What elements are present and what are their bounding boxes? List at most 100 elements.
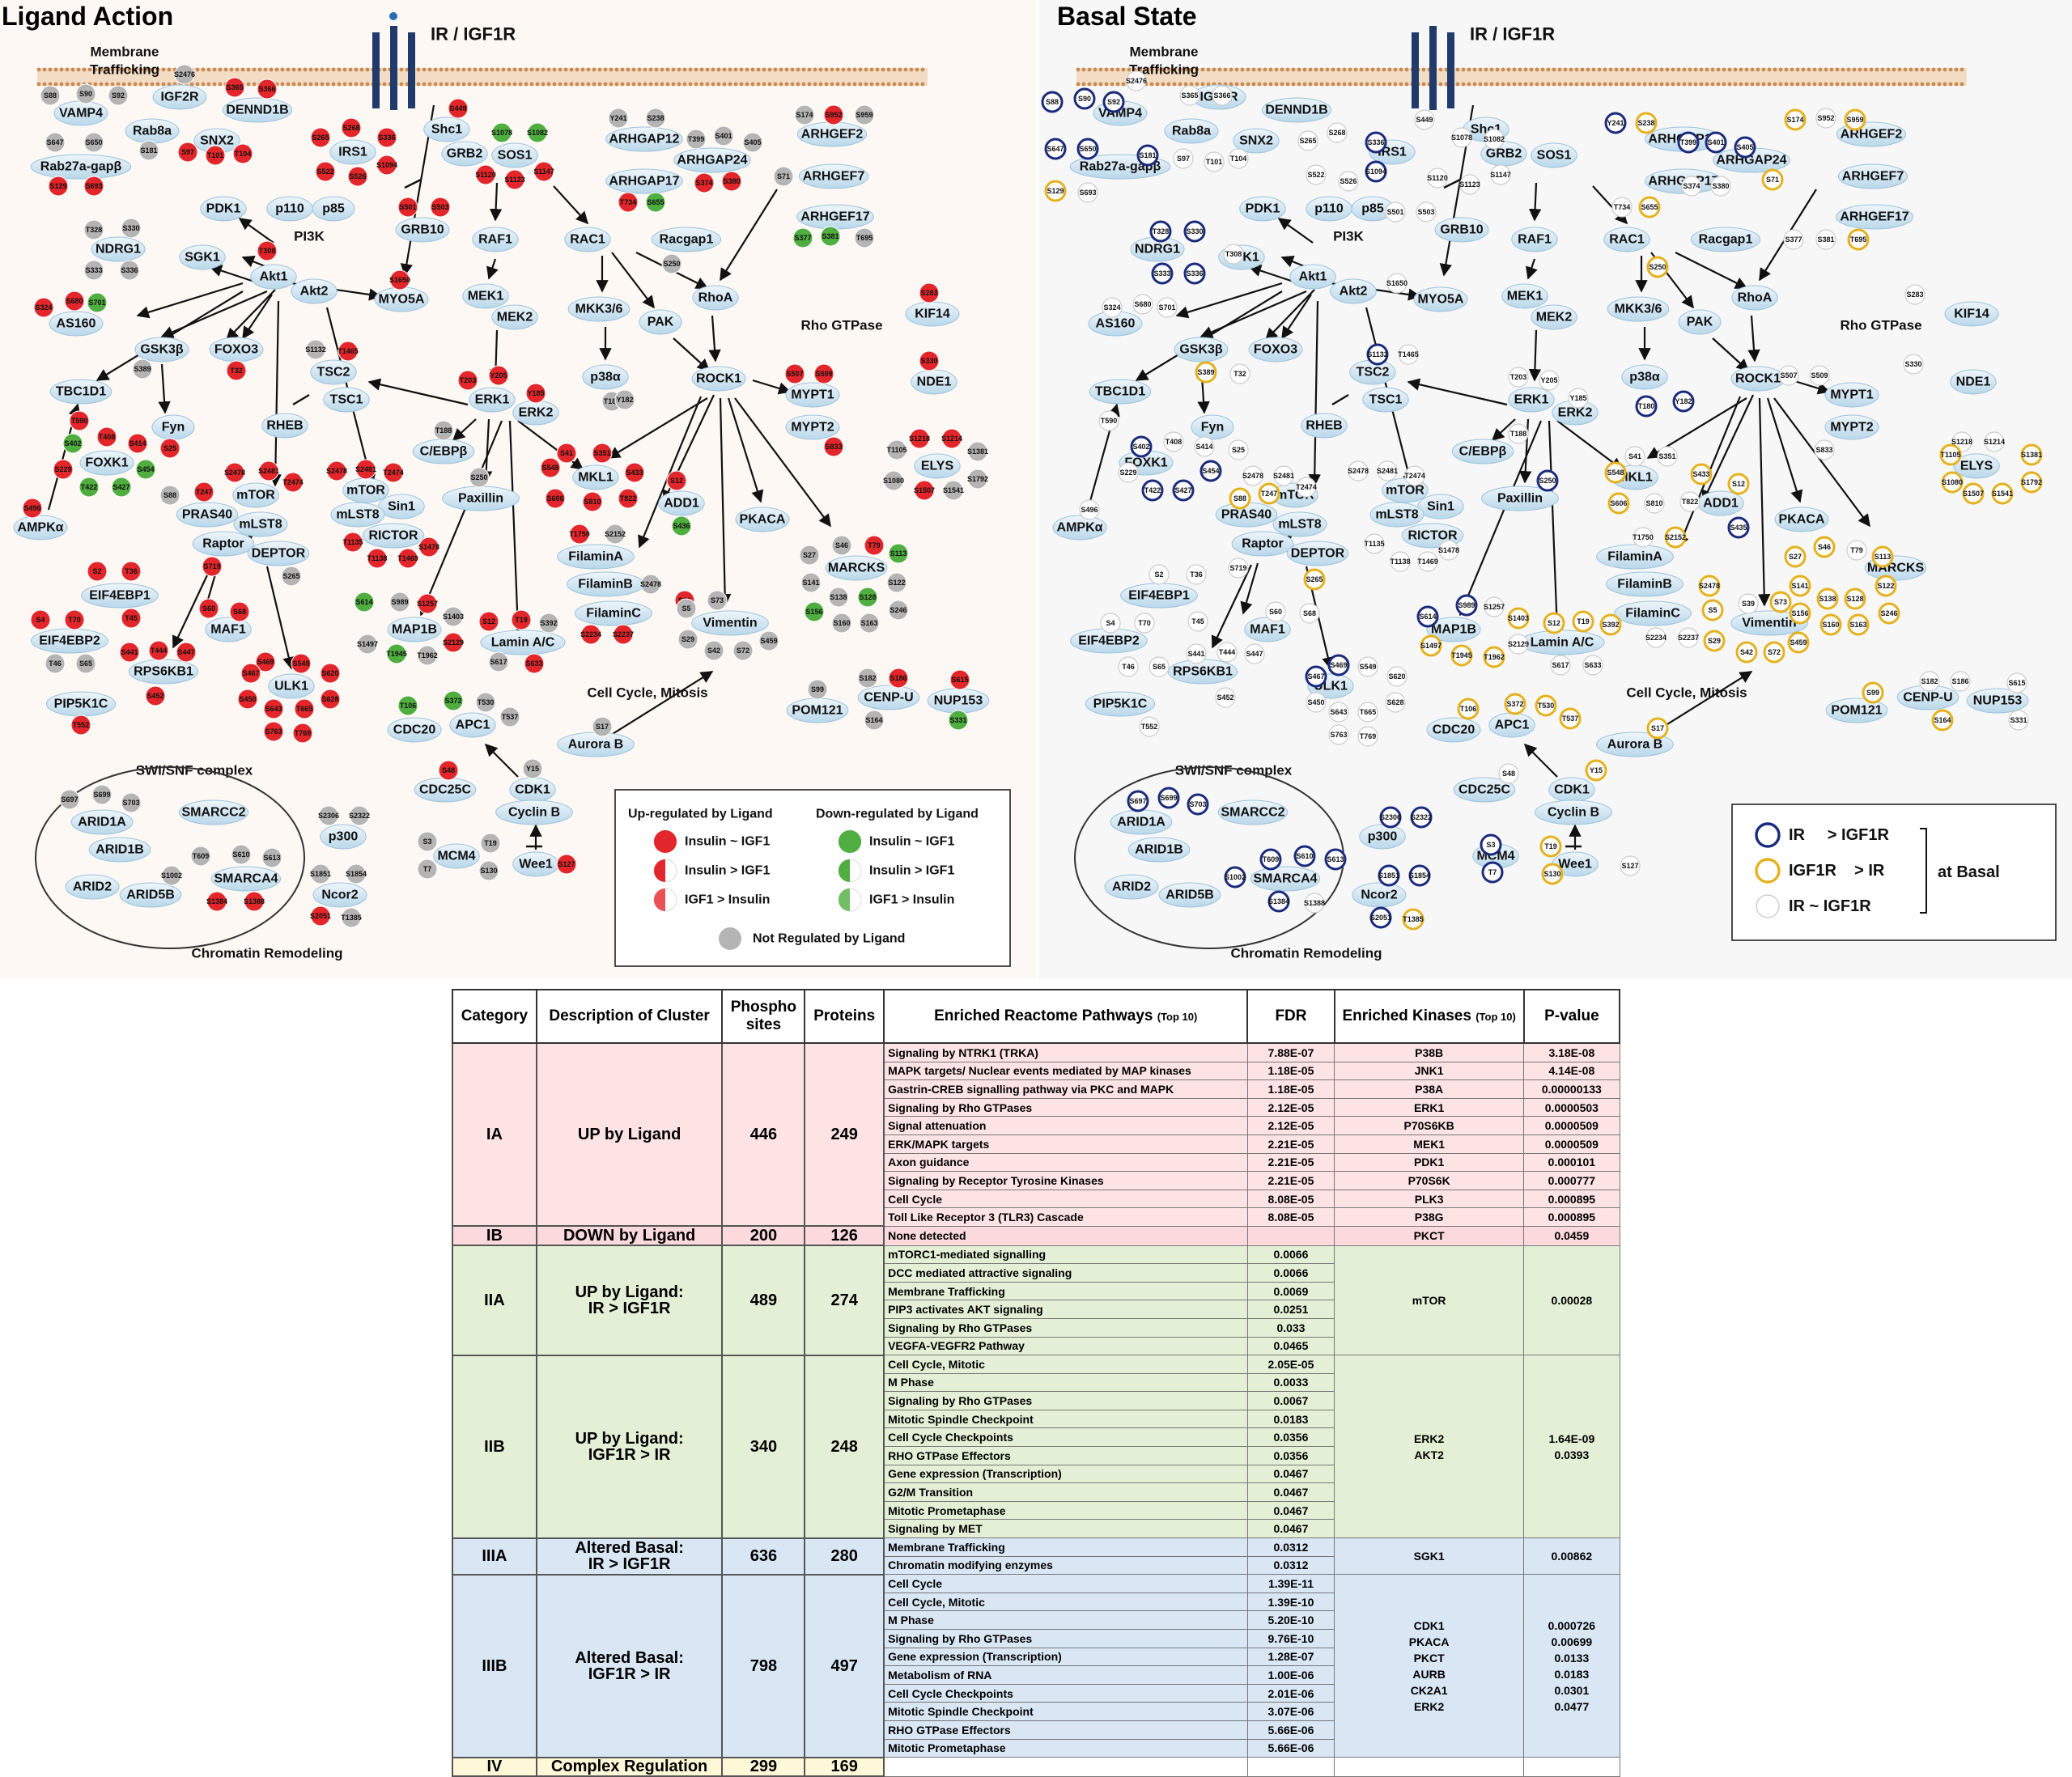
- protein-node: ARID2: [1104, 874, 1159, 900]
- cell-fdr: 1.00E-06: [1246, 1665, 1335, 1685]
- phosphosite-label: S2478: [640, 580, 661, 588]
- phosphosite: S130: [478, 860, 499, 881]
- protein-node: EIF4EBP1: [81, 583, 159, 609]
- phosphosite-label: S2051: [310, 912, 331, 920]
- cell-pvalue: 0.0000503: [1523, 1097, 1620, 1118]
- protein-label: CENP-U: [864, 691, 913, 705]
- protein-label: CDC20: [393, 723, 436, 737]
- phosphosite-label: S2234: [1645, 634, 1667, 642]
- region-label: Rho GTPase: [800, 318, 882, 333]
- phosphosite-label: S113: [1875, 553, 1892, 561]
- phosphosite-label: S699: [1160, 794, 1177, 802]
- region-label: Membrane: [90, 45, 159, 60]
- phosphosite: S2476: [1126, 70, 1147, 91]
- cell-pathway: Cell Cycle Checkpoints: [883, 1683, 1248, 1703]
- phosphosite-label: S680: [1134, 300, 1151, 308]
- phosphosite-label: S372: [1506, 700, 1523, 708]
- cell-pathway: Cell Cycle: [883, 1574, 1248, 1593]
- region-label: Chromatin Remodeling: [191, 946, 342, 961]
- phosphosite: S2478: [326, 460, 347, 481]
- cell-pathway: Chromatin modifying enzymes: [883, 1555, 1248, 1576]
- phosphosite-label: S73: [711, 596, 724, 604]
- protein-label: GRB10: [1440, 223, 1483, 237]
- protein-node: APC1: [1488, 712, 1535, 738]
- protein-node: EIF4EBP2: [1070, 628, 1148, 654]
- protein-node: CDK1: [509, 777, 556, 803]
- protein-label: p110: [275, 202, 304, 216]
- phosphosite: S699: [91, 784, 113, 805]
- phosphosite-label: S1541: [1992, 490, 2013, 498]
- phosphosite-label: S614: [355, 598, 372, 606]
- phosphosite: S238: [645, 108, 666, 129]
- protein-node: Vimentin: [1730, 610, 1808, 636]
- phosphosite: S389: [1195, 361, 1217, 384]
- phosphosite-label: S366: [1213, 91, 1230, 100]
- phosphosite-label: S467: [242, 669, 259, 677]
- phosphosite-label: Y185: [1569, 394, 1586, 402]
- phosphosite-label: T2474: [282, 478, 304, 486]
- protein-label: MYPT2: [1830, 421, 1873, 435]
- phosphosite-label: T609: [193, 852, 210, 860]
- phosphosite: S620: [1386, 666, 1408, 687]
- cell-fdr: 0.0356: [1246, 1427, 1335, 1448]
- phosphosite-label: S628: [1386, 698, 1403, 706]
- legend-item: IR ~ IGF1R: [1789, 897, 1871, 915]
- phosphosite: T19: [1572, 610, 1594, 633]
- phosphosite-label: S97: [181, 148, 194, 156]
- phosphosite-label: T734: [1614, 203, 1631, 211]
- protein-label: FilaminA: [568, 550, 623, 564]
- protein-label: CENP-U: [1903, 691, 1952, 705]
- cell-pathway: Mitotic Prometaphase: [883, 1738, 1248, 1758]
- phosphosite-label: T769: [1360, 732, 1377, 740]
- phosphosite: S1132: [1366, 343, 1389, 366]
- phosphosite: S374: [694, 172, 715, 193]
- phosphosite: S88: [1041, 91, 1064, 113]
- phosphosite: S160: [831, 613, 852, 634]
- phosphosite-label: S548: [1607, 469, 1624, 477]
- protein-label: APC1: [456, 719, 490, 732]
- cell-pathway: RHO GTPase Effectors: [883, 1720, 1248, 1740]
- phosphosite-label: T36: [1190, 570, 1203, 579]
- phosphosite: S366: [257, 78, 278, 100]
- phosphosite: S450: [237, 689, 258, 710]
- protein-label: mTOR: [346, 484, 385, 498]
- phosphosite: S72: [1763, 641, 1785, 664]
- protein-node: FilaminC: [1614, 600, 1692, 626]
- cell-fdr: 8.08E-05: [1246, 1189, 1335, 1209]
- protein-node: GRB10: [1434, 217, 1489, 243]
- phosphosite: S1497: [357, 634, 378, 655]
- protein-label: SMARCC2: [181, 806, 245, 820]
- cell-phospho-sites: 798: [721, 1573, 806, 1758]
- phosphosite-label: S2322: [1411, 813, 1432, 821]
- protein-label: NDE1: [1956, 375, 1991, 389]
- phosphosite: S250: [661, 253, 682, 274]
- cell-pvalue: 0.00862: [1523, 1537, 1620, 1576]
- phosphosite: S60: [1265, 601, 1286, 622]
- phosphosite: T1385: [1402, 908, 1424, 931]
- phosphosite-label: S2306: [1380, 813, 1401, 821]
- phosphosite-label: S39: [1742, 600, 1755, 608]
- phosphosite-label: S1132: [305, 346, 326, 354]
- phosphosite: S25: [159, 438, 180, 459]
- protein-label: EIF4EBP1: [1128, 589, 1190, 603]
- phosphosite-label: S377: [1785, 235, 1802, 244]
- cell-pvalue: 0.000777: [1523, 1171, 1620, 1190]
- phosphosite-label: S4: [36, 616, 45, 624]
- phosphosite-label: S181: [140, 146, 157, 155]
- phosphosite-label: S450: [1307, 698, 1324, 706]
- phosphosite: T308: [1223, 244, 1244, 265]
- phosphosite: S1650: [1386, 273, 1408, 294]
- phosphosite-label: S414: [129, 439, 146, 447]
- phosphosite-label: S160: [1822, 621, 1839, 629]
- protein-node: FOXO3: [209, 337, 264, 363]
- protein-node: Paxillin: [442, 486, 520, 511]
- phosphosite-label: T45: [125, 614, 138, 622]
- phosphosite-label: S324: [1103, 303, 1120, 312]
- phosphosite-label: S46: [835, 541, 848, 549]
- phosphosite: S351: [592, 443, 613, 464]
